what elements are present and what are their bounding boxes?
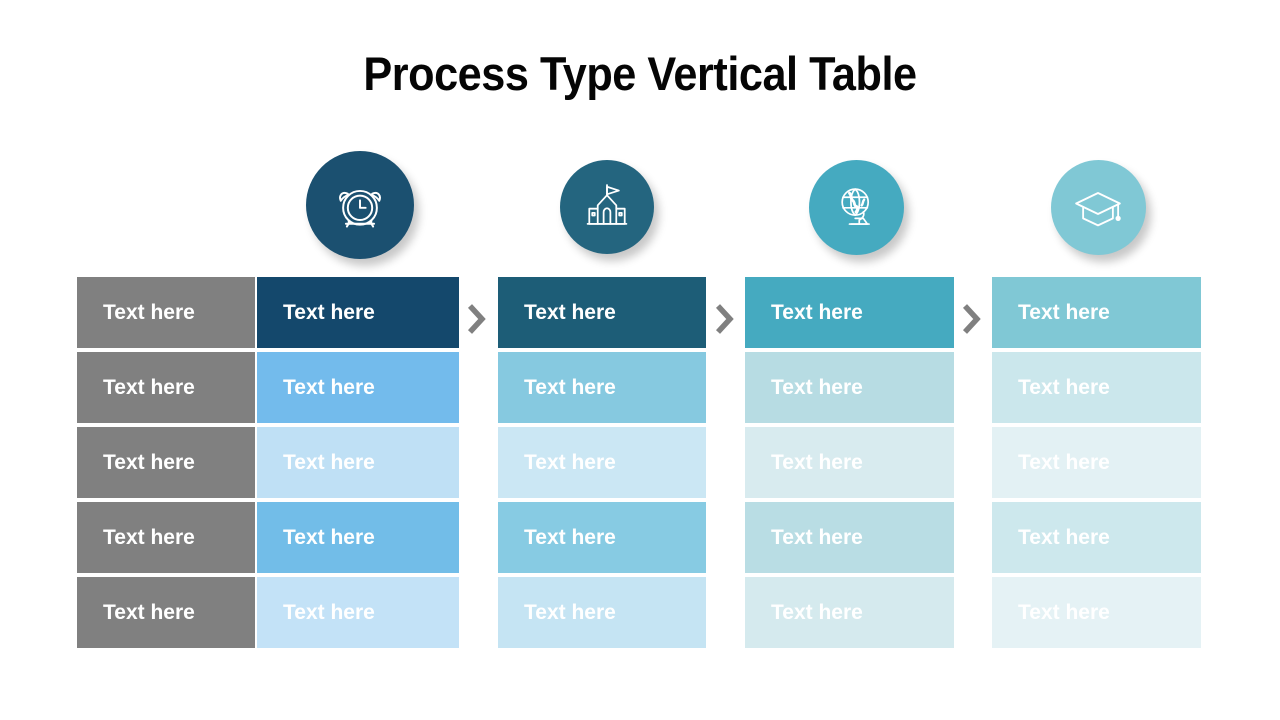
page-title: Process Type Vertical Table xyxy=(363,47,917,100)
graduation-cap-icon[interactable] xyxy=(1050,159,1146,255)
table-cell[interactable]: Text here xyxy=(745,577,954,648)
table-cell[interactable]: Text here xyxy=(992,352,1201,423)
table-cell[interactable]: Text here xyxy=(745,502,954,573)
chevron-right-icon-2 xyxy=(712,299,738,339)
table-cell[interactable]: Text here xyxy=(77,502,255,573)
table-cell[interactable]: Text here xyxy=(498,427,706,498)
table-cell[interactable]: Text here xyxy=(745,427,954,498)
chevron-right-icon-1 xyxy=(464,299,490,339)
chevron-right-icon-3 xyxy=(959,299,985,339)
table-header-cell[interactable]: Text here xyxy=(992,277,1201,348)
table-cell[interactable]: Text here xyxy=(77,427,255,498)
table-cell[interactable]: Text here xyxy=(257,352,459,423)
table-header-cell[interactable]: Text here xyxy=(498,277,706,348)
school-building-icon[interactable] xyxy=(560,160,654,254)
alarm-clock-icon[interactable] xyxy=(306,151,414,259)
table-cell[interactable]: Text here xyxy=(992,577,1201,648)
table-cell[interactable]: Text here xyxy=(498,352,706,423)
table-cell[interactable]: Text here xyxy=(77,352,255,423)
table-cell[interactable]: Text here xyxy=(257,427,459,498)
table-cell[interactable]: Text here xyxy=(77,577,255,648)
table-cell[interactable]: Text here xyxy=(257,577,459,648)
table-header-cell[interactable]: Text here xyxy=(745,277,954,348)
table-cell[interactable]: Text here xyxy=(498,577,706,648)
table-cell[interactable]: Text here xyxy=(257,502,459,573)
table-cell[interactable]: Text here xyxy=(992,502,1201,573)
globe-icon[interactable] xyxy=(808,159,904,255)
table-header-cell[interactable]: Text here xyxy=(77,277,255,348)
table-cell[interactable]: Text here xyxy=(745,352,954,423)
table-cell[interactable]: Text here xyxy=(992,427,1201,498)
table-header-cell[interactable]: Text here xyxy=(257,277,459,348)
table-cell[interactable]: Text here xyxy=(498,502,706,573)
